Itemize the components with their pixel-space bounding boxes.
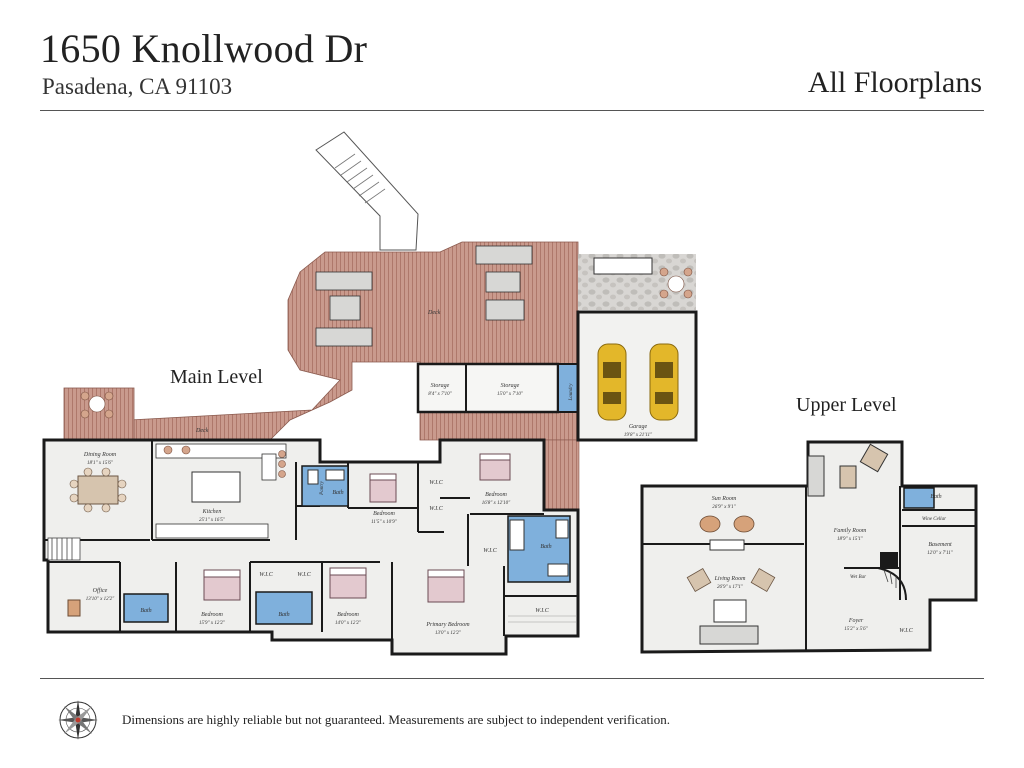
label-wic-f: W.I.C <box>535 608 549 614</box>
label-bedroom-a: Bedroom <box>373 511 395 517</box>
label-upper-wic: W.I.C <box>899 628 913 634</box>
label-dining: Dining Room <box>83 452 117 458</box>
property-address: 1650 Knollwood Dr <box>40 26 368 71</box>
label-wic-d: W.I.C <box>259 572 273 578</box>
label-upper-bath: Bath <box>930 494 941 500</box>
label-bedroom-c: Bedroom <box>201 612 223 618</box>
dim-kitchen: 25'1" x 16'5" <box>199 518 226 523</box>
label-bath-d: Bath <box>278 612 289 618</box>
compass-rose-icon <box>56 698 100 742</box>
label-living-room: Living Room <box>714 576 746 582</box>
label-kitchen: Kitchen <box>202 509 222 515</box>
deck-left <box>63 387 135 441</box>
label-primary-bedroom: Primary Bedroom <box>425 622 470 628</box>
section-title: All Floorplans <box>807 66 982 99</box>
label-bedroom-d: Bedroom <box>337 612 359 618</box>
dim-family-room: 18'9" x 15'1" <box>837 537 864 542</box>
exterior-stairs <box>315 131 419 251</box>
label-bath-c: Bath <box>140 608 151 614</box>
header-divider <box>40 110 984 111</box>
dim-office: 13'10" x 12'2" <box>86 597 115 602</box>
dim-bedroom-a: 11'5" x 10'9" <box>371 520 398 525</box>
label-family-room: Family Room <box>833 528 867 534</box>
footer-divider <box>40 678 984 679</box>
label-laundry: Laundry <box>569 383 574 402</box>
dim-bedroom-d: 14'0" x 12'2" <box>335 621 362 626</box>
label-bedroom-b: Bedroom <box>485 492 507 498</box>
disclaimer-text: Dimensions are highly reliable but not g… <box>122 712 670 727</box>
label-storage-1: Storage <box>431 383 450 389</box>
dining-table <box>69 467 127 513</box>
dim-dining: 18'1" x 15'6" <box>87 461 114 466</box>
dim-basement: 12'0" x 7'11" <box>927 551 954 556</box>
dim-bedroom-c: 15'9" x 12'2" <box>199 621 226 626</box>
dim-primary-bedroom: 13'0" x 12'2" <box>435 631 462 636</box>
label-wine-cellar: Wine Cellar <box>922 517 946 522</box>
label-wic-c: W.I.C <box>483 548 497 554</box>
dim-living-room: 26'9" x 17'1" <box>717 585 744 590</box>
dim-storage-1: 8'4" x 7'10" <box>428 392 452 397</box>
label-sun-room: Sun Room <box>712 496 737 502</box>
label-basement: Basement <box>928 542 952 548</box>
label-deck-top: Deck <box>427 310 441 316</box>
property-city: Pasadena, CA 91103 <box>42 74 233 99</box>
label-wic-e: W.I.C <box>297 572 311 578</box>
car-icon <box>649 343 679 421</box>
label-bath-a: Bath <box>332 490 343 496</box>
label-wic-b: W.I.C <box>429 506 443 512</box>
dim-bedroom-b: 16'8" x 12'10" <box>482 501 511 506</box>
label-deck-left: Deck <box>195 428 209 434</box>
label-foyer: Foyer <box>848 618 864 624</box>
dim-sun-room: 26'9" x 9'1" <box>712 505 736 510</box>
main-level-label: Main Level <box>170 366 263 388</box>
dim-foyer: 15'2" x 5'6" <box>844 627 868 632</box>
upper-level-label: Upper Level <box>796 394 897 416</box>
label-office: Office <box>93 587 108 594</box>
label-bath-b: Bath <box>540 544 551 550</box>
label-garage: Garage <box>629 424 648 430</box>
label-pantry: Pantry <box>320 480 325 495</box>
label-wic-a: W.I.C <box>429 480 443 486</box>
dim-storage-2: 15'0" x 7'10" <box>497 392 524 397</box>
dim-garage: 19'8" x 21'11" <box>624 433 653 438</box>
label-storage-2: Storage <box>501 383 520 389</box>
car-icon <box>597 343 627 421</box>
label-wet-bar: Wet Bar <box>850 575 866 580</box>
